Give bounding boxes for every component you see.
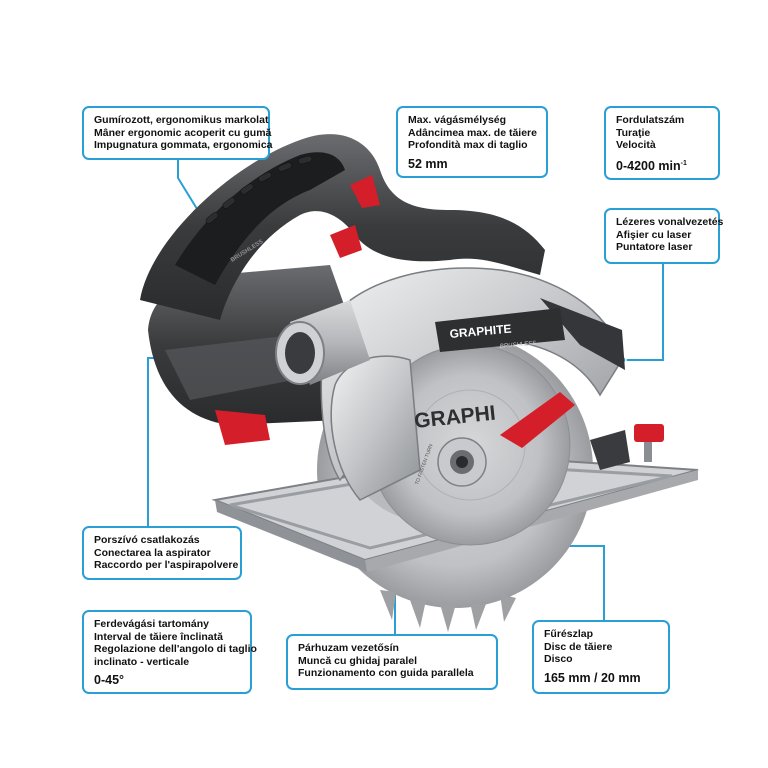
callout-speed: Fordulatszám Turaţie Velocità 0-4200 min… (604, 106, 720, 180)
brand-subtext: BRUSHLESS (500, 341, 537, 350)
brand-text: GRAPHITE (449, 322, 512, 341)
callout-speed-line-1: Fordulatszám (616, 114, 685, 126)
callout-bevel-value: 0-45° (94, 673, 125, 687)
callout-guide-line-3: Funzionamento con guida parallela (298, 667, 474, 679)
callout-bevel-line-3: Regolazione dell'angolo di taglio (94, 643, 257, 655)
callout-speed-value-exponent: -1 (680, 159, 687, 167)
callout-speed-value: 0-4200 min (616, 158, 681, 173)
callout-dust-line-2: Conectarea la aspirator (94, 546, 211, 559)
callout-dust-line-3: Raccordo per l'aspirapolvere (94, 559, 239, 571)
callout-bevel-line-1: Ferdevágási tartomány (94, 618, 209, 630)
callout-depth: Max. vágásmélység Adâncimea max. de tăie… (396, 106, 548, 178)
callout-handle-line-1: Gumírozott, ergonomikus markolat (94, 114, 269, 126)
front-bracket (590, 430, 630, 470)
brand-badge: GRAPHITE BRUSHLESS (435, 308, 565, 352)
callout-bevel-line-4: inclinato - verticale (94, 655, 190, 668)
callout-laser-line-2: Afişier cu laser (616, 228, 692, 241)
callout-blade-value: 165 mm / 20 mm (544, 670, 641, 685)
callout-handle-line-3: Impugnatura gommata, ergonomica (94, 139, 273, 151)
depth-lever (500, 392, 575, 448)
callout-speed-line-3: Velocità (616, 139, 656, 151)
callout-blade: Fűrészlap Disc de tăiere Disco 165 mm / … (532, 620, 670, 694)
callout-laser-line-3: Puntatore laser (616, 241, 693, 253)
callout-depth-line-1: Max. vágásmélység (408, 114, 507, 126)
callout-guide-line-1: Párhuzam vezetősín (298, 642, 399, 654)
callout-depth-value: 52 mm (408, 156, 448, 171)
callout-blade-line-3: Disco (544, 653, 573, 665)
callout-blade-line-1: Fűrészlap (544, 628, 594, 640)
callout-bevel-line-2: Interval de tăiere înclinată (94, 630, 223, 643)
callout-guide: Párhuzam vezetősín Muncă cu ghidaj paral… (286, 634, 498, 690)
callout-blade-line-2: Disc de tăiere (544, 640, 613, 653)
callout-dust-line-1: Porszívó csatlakozás (94, 534, 200, 546)
callout-laser-line-1: Lézeres vonalvezetés (616, 216, 724, 228)
callout-handle: Gumírozott, ergonomikus markolat Mâner e… (82, 106, 273, 160)
callout-depth-line-3: Profondità max di taglio (408, 139, 528, 151)
ergonomic-handle (140, 134, 545, 320)
callout-laser: Lézeres vonalvezetés Afişier cu laser Pu… (604, 208, 724, 264)
callout-bevel: Ferdevágási tartomány Interval de tăiere… (82, 610, 257, 694)
callout-depth-line-2: Adâncimea max. de tăiere (408, 126, 537, 139)
callout-dust-port: Porszívó csatlakozás Conectarea la aspir… (82, 526, 242, 580)
dust-port-tube (275, 300, 370, 385)
callout-speed-line-2: Turaţie (616, 126, 651, 139)
bevel-knob (634, 424, 664, 462)
callout-guide-line-2: Muncă cu ghidaj paralel (298, 654, 418, 667)
red-release-lever (215, 410, 270, 445)
callout-handle-line-2: Mâner ergonomic acoperit cu gumă (94, 126, 272, 139)
